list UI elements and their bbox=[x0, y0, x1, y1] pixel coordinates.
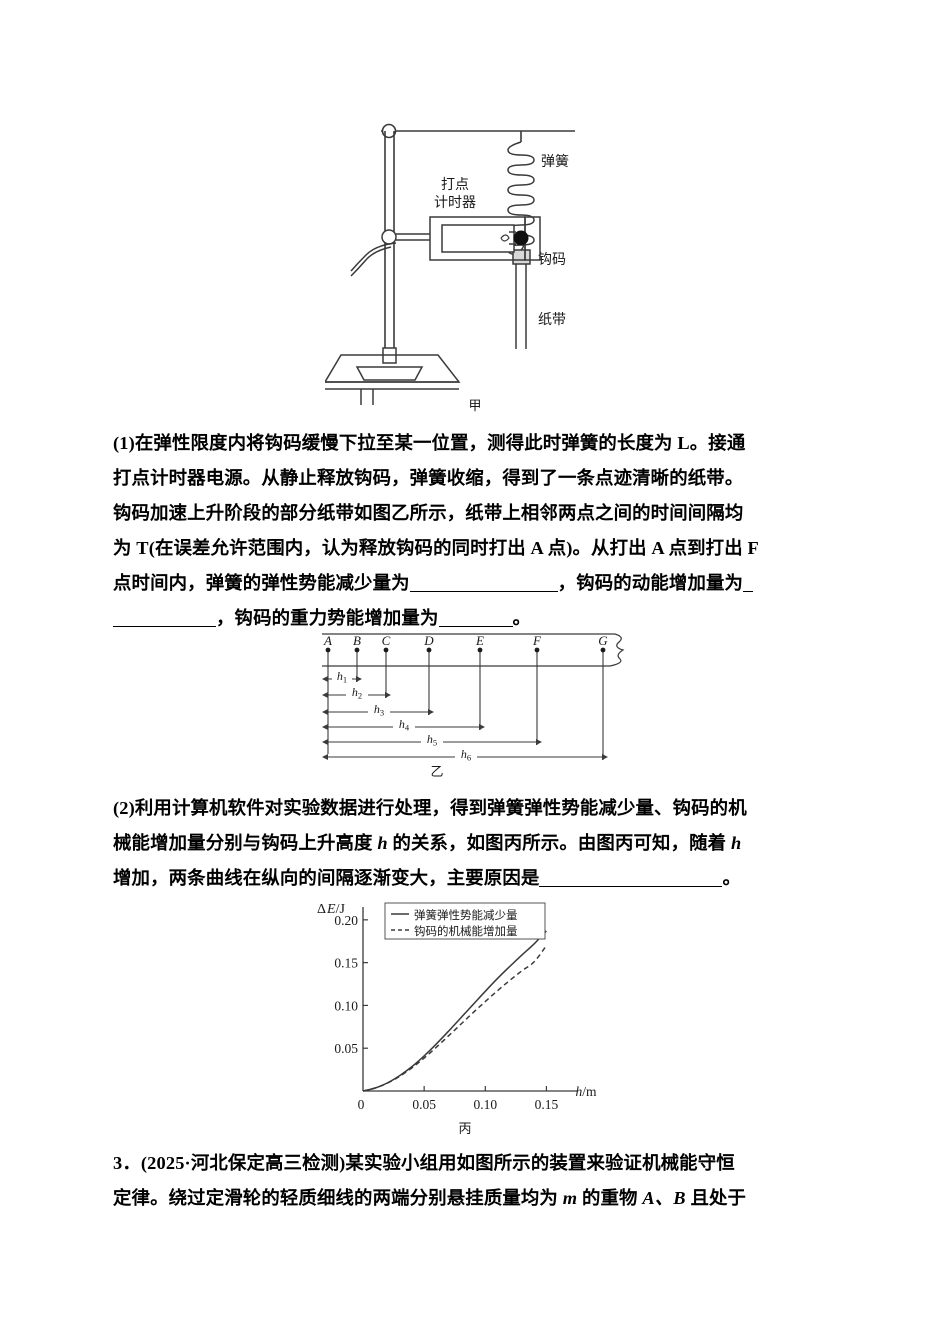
question1-paragraph: (1)在弹性限度内将钩码缓慢下拉至某一位置，测得此时弹簧的长度为 L。接通 打点… bbox=[113, 426, 835, 636]
chart-y-tick-labels: 0.05 0.10 0.15 0.20 bbox=[334, 913, 358, 1056]
tape-point-label-E: E bbox=[475, 633, 484, 648]
q2-line1: (2)利用计算机软件对实验数据进行处理，得到弹簧弹性势能减少量、钩码的机 bbox=[113, 798, 747, 818]
q1-line1: (1)在弹性限度内将钩码缓慢下拉至某一位置，测得此时弹簧的长度为 L。接通 bbox=[113, 433, 746, 453]
paper-tape bbox=[515, 264, 527, 349]
chart-series-group bbox=[362, 930, 548, 1092]
tape-point-label-B: B bbox=[353, 633, 361, 648]
q3-var-ab: A、B bbox=[642, 1188, 686, 1208]
tape-point-label-G: G bbox=[598, 633, 608, 648]
chart-x-tick-2: 0.10 bbox=[473, 1097, 497, 1112]
timer-label-line2: 计时器 bbox=[434, 195, 476, 211]
tape-point-label-F: F bbox=[532, 633, 542, 648]
chart-series-1 bbox=[362, 945, 548, 1092]
spring-label: 弹簧 bbox=[541, 154, 569, 170]
q3-line2-a: 定律。绕过定滑轮的轻质细线的两端分别悬挂质量均为 bbox=[113, 1188, 563, 1208]
wire-1 bbox=[350, 242, 397, 272]
chart-y-tick-3: 0.20 bbox=[334, 913, 358, 928]
question3-paragraph: 3．(2025·河北保定高三检测)某实验小组用如图所示的装置来验证机械能守恒 定… bbox=[113, 1146, 835, 1216]
figure-bing-caption: 丙 bbox=[458, 1122, 471, 1137]
rod-clamp bbox=[381, 229, 397, 245]
tape-measure-label-h5: h5 bbox=[427, 732, 437, 748]
q3-var-m: m bbox=[562, 1188, 578, 1208]
chart-x-tick-1: 0.05 bbox=[412, 1097, 436, 1112]
chart-series-0 bbox=[362, 930, 547, 1092]
tape-point-label-D: D bbox=[423, 633, 434, 648]
stand-base bbox=[325, 347, 461, 405]
q1-line3: 钩码加速上升阶段的部分纸带如图乙所示，纸带上相邻两点之间的时间间隔均 bbox=[113, 503, 744, 523]
tape-point-label-A: A bbox=[323, 633, 332, 648]
tape-measure-label-h4: h4 bbox=[399, 717, 410, 733]
timer-body bbox=[429, 216, 541, 261]
hook-weight bbox=[512, 249, 531, 265]
wire-2 bbox=[350, 246, 392, 277]
tape-measure-label-h3: h3 bbox=[374, 702, 384, 718]
answer-blank-1[interactable] bbox=[409, 591, 558, 592]
chart-y-tick-2: 0.15 bbox=[334, 956, 358, 971]
tape-points: A B C D E F G bbox=[323, 633, 608, 760]
question2-paragraph: (2)利用计算机软件对实验数据进行处理，得到弹簧弹性势能减少量、钩码的机 械能增… bbox=[113, 791, 835, 896]
apparatus-diagram: 弹簧 钩码 纸带 打点 计时器 bbox=[325, 123, 575, 412]
q1-line5-text-a: 点时间内，弹簧的弹性势能减少量为 bbox=[113, 573, 410, 593]
tape-measure-label-h1: h1 bbox=[337, 669, 347, 685]
tape-point-label-C: C bbox=[382, 633, 391, 648]
legend-label-series-1: 弹簧弹性势能减少量 bbox=[414, 908, 518, 922]
chart-y-tick-0: 0.05 bbox=[334, 1041, 358, 1056]
q1-line5: 点时间内，弹簧的弹性势能减少量为 ，钩码的动能增加量为 bbox=[113, 566, 835, 601]
tape-measurements bbox=[322, 676, 608, 760]
tape-diagram: A B C D E F G bbox=[322, 633, 625, 778]
q2-var-h: h bbox=[377, 833, 388, 853]
chart-x-tick-labels: 0 0.05 0.10 0.15 bbox=[358, 1097, 559, 1112]
q1-line2: 打点计时器电源。从静止释放钩码，弹簧收缩，得到了一条点迹清晰的纸带。 bbox=[113, 468, 744, 488]
q2-line3: 增加，两条曲线在纵向的间隔逐渐变大，主要原因是 。 bbox=[113, 861, 835, 896]
figure-jia-apparatus: 弹簧 钩码 纸带 打点 计时器 bbox=[0, 112, 950, 412]
q1-line6-text-a: ，钩码的重力势能增加量为 bbox=[216, 608, 439, 628]
chart-y-tick-1: 0.10 bbox=[334, 998, 358, 1013]
chart-legend: 弹簧弹性势能减少量 钩码的机械能增加量 bbox=[384, 902, 546, 940]
figure-yi-caption: 乙 bbox=[430, 765, 443, 778]
q1-line6-text-b: 。 bbox=[512, 608, 532, 628]
q2-var-h-2: h bbox=[730, 833, 742, 853]
chart-x-ticks bbox=[423, 1086, 548, 1091]
figure-jia-caption: 甲 bbox=[468, 399, 481, 412]
chart-x-axis-label: h/m bbox=[575, 1084, 597, 1099]
figure-yi-tape: A B C D E F G bbox=[0, 628, 950, 780]
q2-line2-b: 的关系，如图丙所示。由图丙可知，随着 bbox=[387, 833, 731, 853]
q2-line3-b: 。 bbox=[722, 868, 741, 888]
chart-axes bbox=[362, 907, 577, 1092]
answer-blank-2-cont[interactable] bbox=[113, 626, 216, 627]
legend-label-series-2: 钩码的机械能增加量 bbox=[414, 924, 518, 938]
timer-label-line1: 打点 bbox=[441, 176, 469, 193]
q3-line1: 3．(2025·河北保定高三检测)某实验小组用如图所示的装置来验证机械能守恒 bbox=[113, 1153, 735, 1173]
q3-line2-b: 的重物 bbox=[577, 1188, 643, 1208]
paper-tape-label: 纸带 bbox=[538, 312, 566, 328]
q2-line2-a: 械能增加量分别与钩码上升高度 bbox=[113, 833, 378, 853]
chart-x-tick-0: 0 bbox=[358, 1097, 365, 1112]
q1-line6: ，钩码的重力势能增加量为 。 bbox=[113, 601, 835, 636]
tape-measure-label-h2: h2 bbox=[352, 685, 362, 701]
tape-measure-label-h6: h6 bbox=[461, 747, 471, 763]
q2-line2: 械能增加量分别与钩码上升高度 h 的关系，如图丙所示。由图丙可知，随着 h bbox=[113, 826, 835, 861]
answer-blank-2-start[interactable] bbox=[743, 591, 754, 592]
chart-x-tick-3: 0.15 bbox=[535, 1097, 559, 1112]
energy-vs-height-chart: ΔE/J 0.05 0.10 0.15 0.20 0 0.05 0.10 0.15 h/m bbox=[317, 902, 597, 1137]
timer-dot bbox=[513, 230, 529, 246]
q2-line3-a: 增加，两条曲线在纵向的间隔逐渐变大，主要原因是 bbox=[113, 868, 540, 888]
answer-blank-4[interactable] bbox=[539, 886, 723, 887]
tape-outline bbox=[322, 633, 625, 667]
q1-line4: 为 T(在误差允许范围内，认为释放钩码的同时打出 A 点)。从打出 A 点到打出… bbox=[113, 538, 759, 558]
hook-weight-label: 钩码 bbox=[538, 252, 566, 268]
q1-line5-text-b: ，钩码的动能增加量为 bbox=[557, 573, 744, 593]
chart-y-axis-label: ΔE/J bbox=[317, 902, 345, 917]
chart-y-ticks bbox=[363, 919, 368, 1049]
answer-blank-3[interactable] bbox=[438, 626, 513, 627]
q3-line2: 定律。绕过定滑轮的轻质细线的两端分别悬挂质量均为 m 的重物 A、B 且处于 bbox=[113, 1181, 835, 1216]
q3-line2-c: 且处于 bbox=[685, 1188, 747, 1208]
figure-bing-chart: ΔE/J 0.05 0.10 0.15 0.20 0 0.05 0.10 0.15 h/m bbox=[0, 893, 950, 1141]
